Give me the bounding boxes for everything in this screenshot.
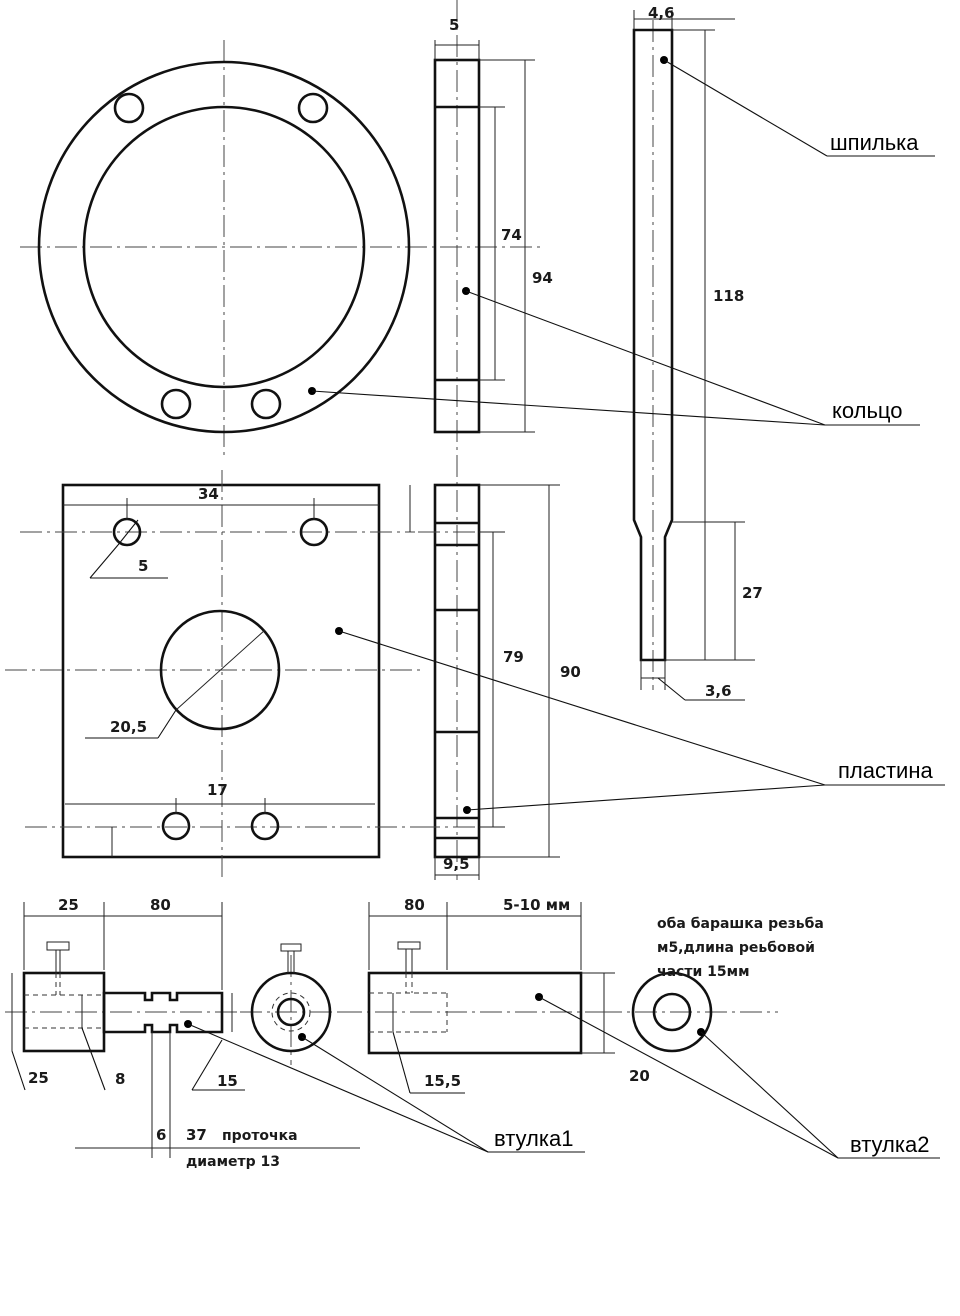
ring-side-view bbox=[433, 0, 535, 880]
plate-front-view bbox=[5, 470, 420, 880]
dim-b2-bore: 15,5 bbox=[424, 1072, 461, 1090]
label-ring: кольцо bbox=[832, 398, 903, 423]
dim-b1-right-length: 80 bbox=[150, 896, 171, 914]
plate-side-view bbox=[418, 483, 560, 880]
label-stud: шпилька bbox=[830, 130, 919, 155]
dim-b1-height: 25 bbox=[28, 1069, 49, 1087]
dim-stud-end-diameter: 3,6 bbox=[705, 682, 732, 700]
dim-b2-length-b: 5-10 мм bbox=[503, 896, 570, 914]
dim-plate-hole-spacing-bottom: 17 bbox=[207, 781, 228, 799]
dim-plate-center-hole: 20,5 bbox=[110, 718, 147, 736]
bushing1-side-view bbox=[5, 902, 360, 1158]
bushing1-end-view bbox=[240, 943, 345, 1065]
dim-ring-inner-height: 74 bbox=[501, 226, 522, 244]
dim-b1-left-length: 25 bbox=[58, 896, 79, 914]
label-plate: пластина bbox=[838, 758, 934, 783]
dim-b1-shaft: 15 bbox=[217, 1072, 238, 1090]
note-wingnut-line1: оба барашка резьба bbox=[657, 916, 824, 932]
dim-ring-thickness: 5 bbox=[449, 16, 459, 34]
dim-b1-groove-position: 37 bbox=[186, 1126, 207, 1144]
dim-b2-height: 20 bbox=[629, 1067, 650, 1085]
note-groove-line2: диаметр 13 bbox=[186, 1154, 280, 1170]
dim-plate-height: 90 bbox=[560, 663, 581, 681]
ring-front-view bbox=[20, 40, 545, 455]
stud-view bbox=[632, 10, 755, 701]
dim-b1-groove-width: 6 bbox=[156, 1126, 166, 1144]
bushing2-side-view bbox=[340, 902, 615, 1094]
dim-stud-length: 118 bbox=[713, 287, 744, 305]
dim-plate-small-hole: 5 bbox=[138, 557, 148, 575]
dim-b1-bore: 8 bbox=[115, 1070, 125, 1088]
bushing2-end-view bbox=[600, 971, 778, 1053]
dim-plate-thickness: 9,5 bbox=[443, 855, 470, 873]
note-groove-line1: проточка bbox=[222, 1128, 298, 1144]
note-wingnut-line3: части 15мм bbox=[657, 964, 750, 980]
leader-lines bbox=[184, 56, 945, 1159]
dim-b2-length-a: 80 bbox=[404, 896, 425, 914]
dim-stud-end-length: 27 bbox=[742, 584, 763, 602]
dim-stud-diameter: 4,6 bbox=[648, 4, 675, 22]
label-bushing1: втулка1 bbox=[494, 1126, 573, 1151]
label-bushing2: втулка2 bbox=[850, 1132, 929, 1157]
note-wingnut-line2: м5,длина рeьбовой bbox=[657, 940, 815, 956]
dim-plate-hole-spacing-top: 34 bbox=[198, 485, 219, 503]
dim-plate-inner-height: 79 bbox=[503, 648, 524, 666]
dim-ring-outer-height: 94 bbox=[532, 269, 553, 287]
